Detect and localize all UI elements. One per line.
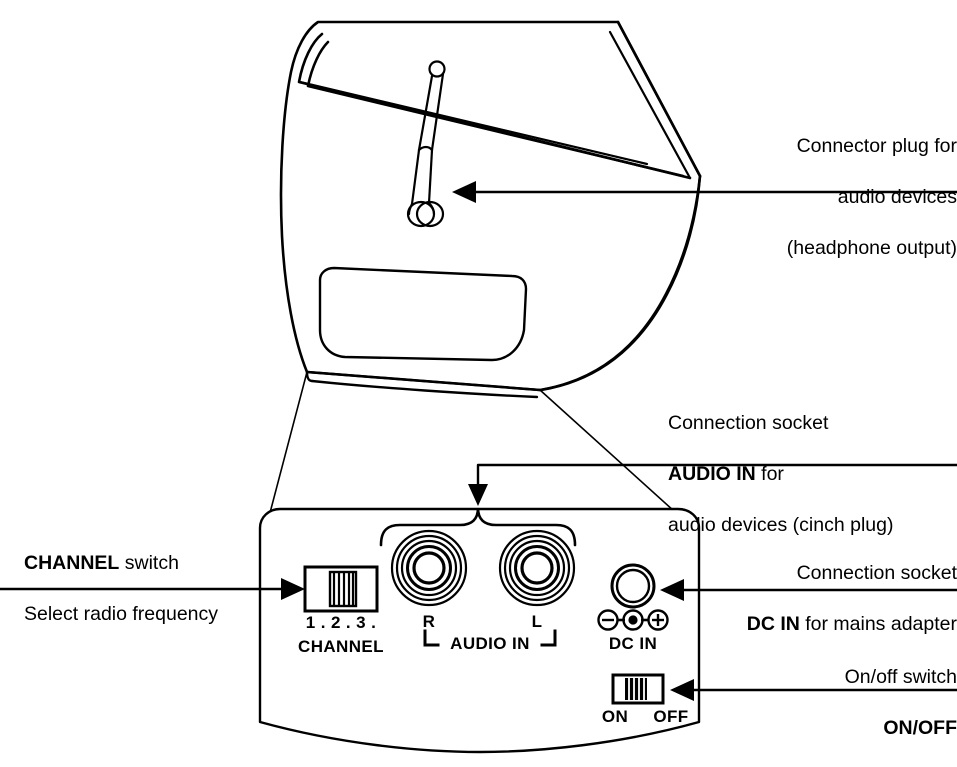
rca-right-label: R	[422, 612, 436, 631]
callout-line: audio devices	[837, 185, 957, 208]
callout-suffix: for mains adapter	[799, 612, 957, 635]
dc-polarity-symbol	[597, 609, 669, 631]
callout-emphasis: DC IN	[746, 612, 800, 635]
callout-line: Connection socket	[668, 411, 829, 434]
audio-in-corner-ticks	[423, 629, 557, 647]
callout-line: ON/OFF	[720, 716, 957, 742]
channel-arrowhead	[281, 578, 305, 600]
center-pin-icon	[622, 609, 644, 631]
callout-headphone-output: Connector plug for audio devices (headph…	[640, 108, 957, 287]
rca-left-label: L	[531, 612, 543, 631]
minus-circle-icon	[597, 609, 619, 631]
channel-switch-icon[interactable]	[303, 565, 379, 613]
device-body-outline	[279, 20, 702, 392]
plus-circle-icon	[647, 609, 669, 631]
projection-lines	[265, 371, 696, 531]
rca-socket-icon-right[interactable]	[390, 529, 468, 607]
callout-emphasis: AUDIO IN	[668, 462, 756, 485]
switch-off-label: OFF	[653, 707, 689, 726]
dc-in-arrowhead	[660, 579, 684, 601]
callout-emphasis: CHANNEL	[24, 551, 120, 574]
audio-in-brace-icon	[379, 507, 577, 547]
audio-in-leader	[476, 463, 957, 488]
callout-line: CHANNEL switch	[24, 551, 274, 577]
audio-in-label: AUDIO IN	[450, 634, 530, 653]
callout-line: (headphone output)	[786, 236, 957, 259]
on-off-arrowhead	[670, 679, 694, 701]
rca-socket-icon-left[interactable]	[498, 529, 576, 607]
callout-suffix: for	[755, 462, 784, 485]
callout-line: On/off switch	[844, 665, 957, 688]
callout-line: DC IN for mains adapter	[700, 612, 957, 638]
switch-on-label: ON	[601, 707, 629, 726]
callout-line: Connection socket	[796, 561, 957, 584]
channel-positions-label: 1 . 2 . 3 .	[305, 613, 377, 632]
callout-channel: CHANNEL switch Select radio frequency	[24, 525, 274, 653]
dc-barrel-socket-icon[interactable]	[610, 563, 656, 609]
callout-suffix: switch	[119, 551, 179, 574]
dc-in-label: DC IN	[608, 634, 658, 653]
callout-line: audio devices (cinch plug)	[668, 513, 894, 536]
headphone-jack-icon	[406, 60, 446, 228]
audio-in-arrowhead	[468, 484, 488, 506]
callout-line: Select radio frequency	[24, 602, 219, 625]
device-front-recess	[318, 266, 528, 362]
channel-name-label: CHANNEL	[298, 637, 384, 656]
callout-dc-in: Connection socket DC IN for mains adapte…	[700, 535, 957, 663]
callout-line: Connector plug for	[796, 134, 957, 157]
headphone-arrowhead	[452, 181, 476, 203]
callout-audio-in: Connection socket AUDIO IN for audio dev…	[668, 385, 957, 564]
callout-emphasis: ON/OFF	[883, 716, 957, 739]
callout-on-off: On/off switch ON/OFF	[720, 639, 957, 767]
callout-line: AUDIO IN for	[668, 462, 957, 488]
device-base-lip	[305, 370, 542, 399]
power-switch-icon[interactable]	[611, 673, 665, 705]
